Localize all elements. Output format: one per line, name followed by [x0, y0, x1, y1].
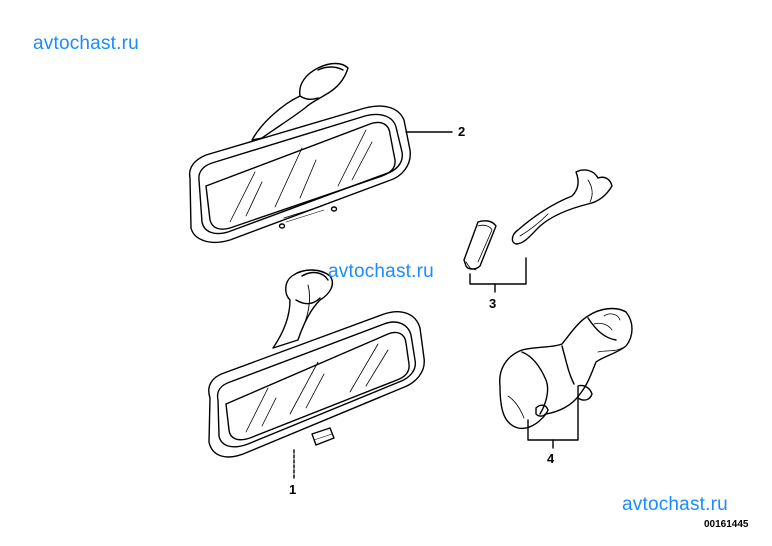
watermark-text: avtochast.ru	[622, 494, 728, 515]
callout-3: 3	[489, 296, 497, 311]
document-number: 00161445	[704, 519, 749, 530]
watermark-text: avtochast.ru	[328, 261, 434, 282]
callout-1: 1	[289, 482, 297, 497]
watermark-text: avtochast.ru	[33, 33, 139, 54]
callout-4: 4	[547, 451, 555, 466]
callout-2: 2	[458, 124, 466, 139]
mirror-2-drawing	[190, 64, 411, 243]
leader-3	[470, 258, 526, 284]
mirror-1-drawing	[209, 270, 424, 457]
cover-set-3-drawing	[464, 170, 612, 270]
mount-bracket-4-drawing	[500, 309, 632, 429]
